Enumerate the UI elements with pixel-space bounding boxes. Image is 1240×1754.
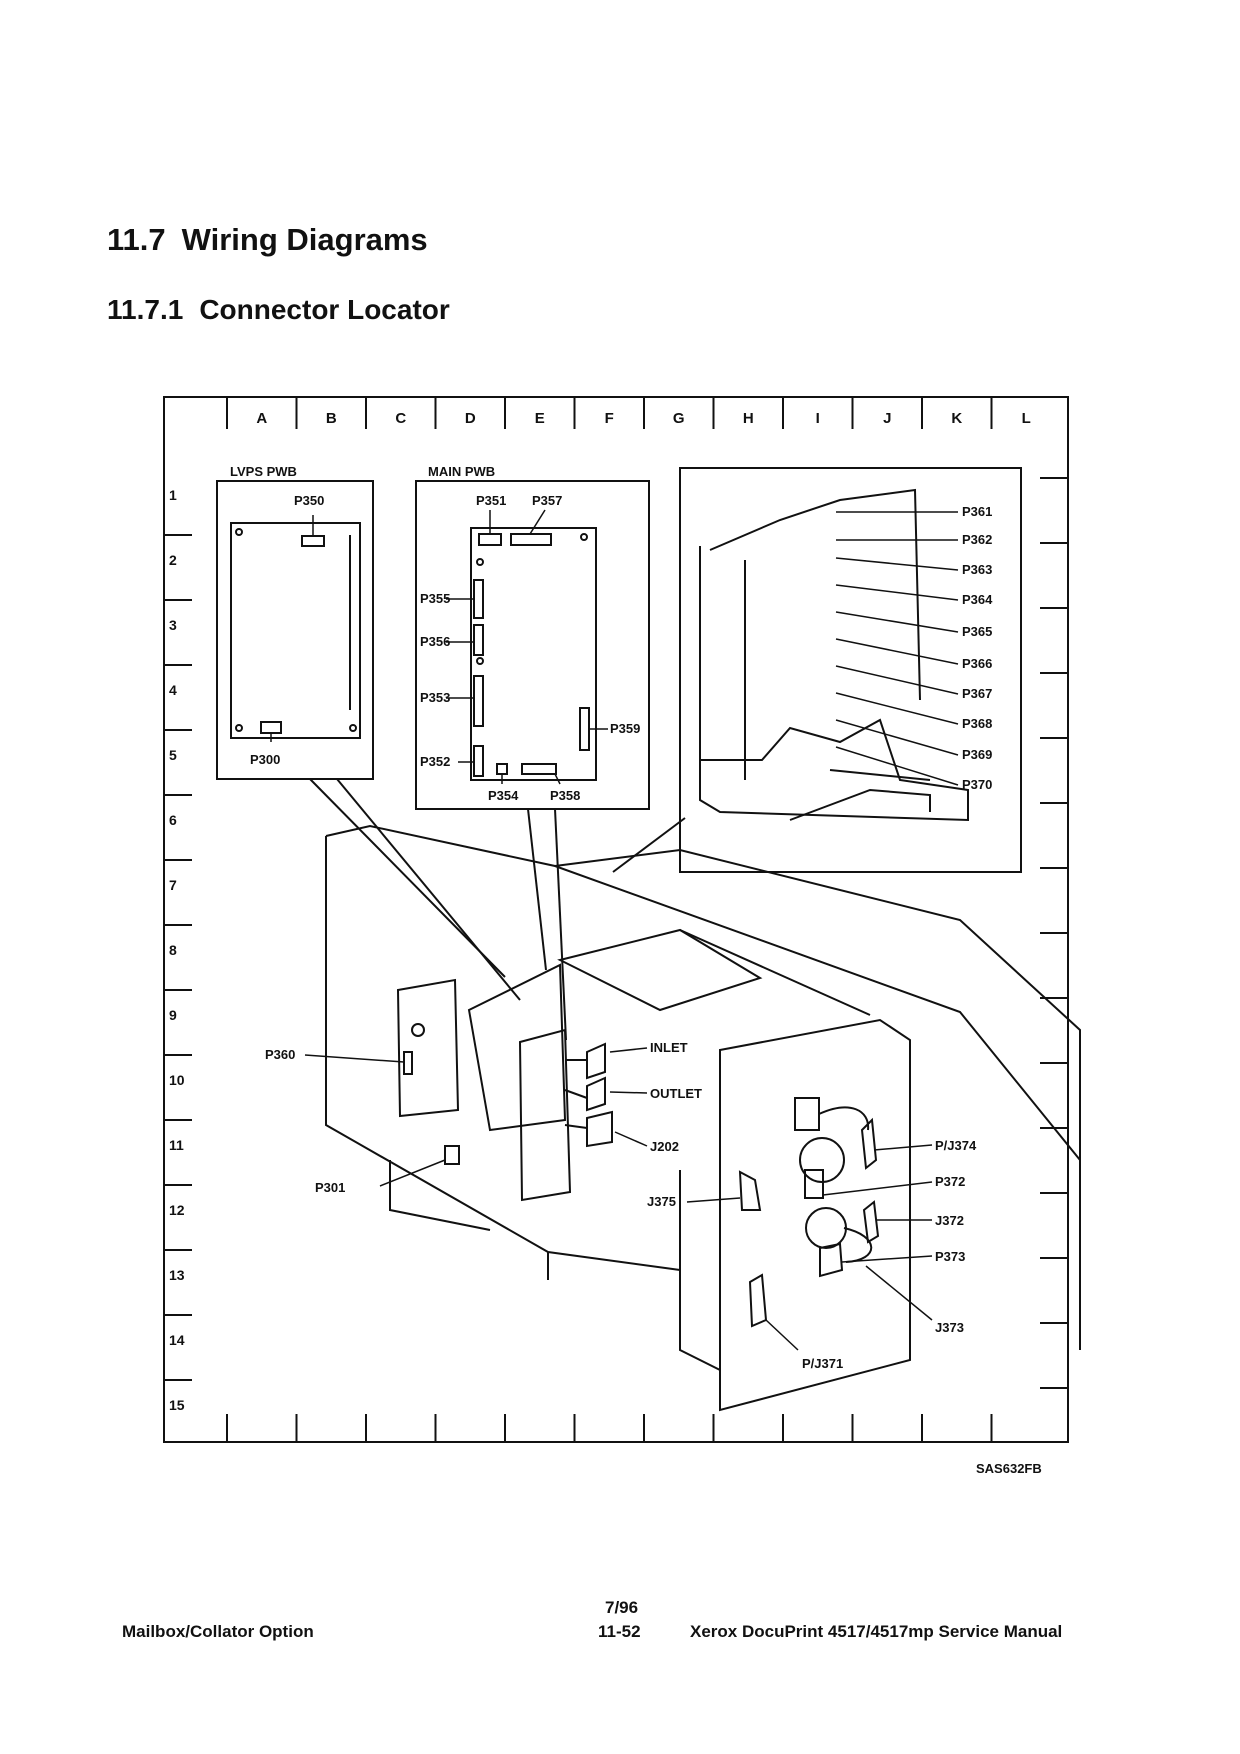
row-label: 1 <box>169 487 177 503</box>
callout-inlet: INLET <box>650 1040 688 1055</box>
row-label: 10 <box>169 1072 185 1088</box>
row-label: 11 <box>169 1137 184 1153</box>
connector-p359: P359 <box>610 721 640 736</box>
connector-p355: P355 <box>420 591 450 606</box>
footer-left: Mailbox/Collator Option <box>122 1622 314 1641</box>
column-label: J <box>883 410 891 427</box>
row-label: 12 <box>169 1202 185 1218</box>
row-label: 6 <box>169 812 177 828</box>
row-label: 9 <box>169 1007 177 1023</box>
callout-p373: P373 <box>935 1249 965 1264</box>
column-label: G <box>673 410 685 427</box>
callout-p301: P301 <box>315 1180 345 1195</box>
callout-pj374: P/J374 <box>935 1138 977 1153</box>
row-label: 5 <box>169 747 177 763</box>
section-title: Wiring Diagrams <box>181 222 428 257</box>
connector-p351: P351 <box>476 493 506 508</box>
row-label: 14 <box>169 1332 185 1348</box>
footer-right: Xerox DocuPrint 4517/4517mp Service Manu… <box>690 1622 1063 1641</box>
section-heading: 11.7 Wiring Diagrams <box>107 222 428 258</box>
main-panel <box>415 480 650 810</box>
connector-p368: P368 <box>962 716 992 731</box>
callout-j372: J372 <box>935 1213 964 1228</box>
callout-p360: P360 <box>265 1047 295 1062</box>
row-label: 3 <box>169 617 177 633</box>
footer-page: 11-52 <box>598 1622 641 1641</box>
callout-leaders <box>270 509 959 1351</box>
column-label: F <box>605 410 614 427</box>
row-label: 13 <box>169 1267 185 1283</box>
column-label: L <box>1022 410 1031 427</box>
main-title: MAIN PWB <box>428 464 495 479</box>
connector-p358: P358 <box>550 788 580 803</box>
connector-p367: P367 <box>962 686 992 701</box>
footer-date: 7/96 <box>605 1598 639 1617</box>
grid-ticks <box>164 397 1068 1442</box>
row-label: 4 <box>169 682 177 698</box>
callout-p372: P372 <box>935 1174 965 1189</box>
right-side-components <box>738 1097 880 1328</box>
connector-p369: P369 <box>962 747 992 762</box>
subsection-number: 11.7.1 <box>107 294 184 325</box>
column-label: K <box>951 410 962 427</box>
column-label: I <box>816 410 820 427</box>
panel-lead-lines <box>309 778 686 1041</box>
subsection-title: Connector Locator <box>199 294 450 325</box>
column-label: H <box>743 410 754 427</box>
figure-id: SAS632FB <box>976 1461 1042 1476</box>
section-number: 11.7 <box>107 222 166 257</box>
column-labels: A B C D E F G H I J K L <box>256 410 1031 427</box>
callout-j202: J202 <box>650 1139 679 1154</box>
connector-p370: P370 <box>962 777 992 792</box>
callout-j375: J375 <box>647 1194 676 1209</box>
connector-p300: P300 <box>250 752 280 767</box>
connector-p361: P361 <box>962 504 992 519</box>
connector-p357: P357 <box>532 493 562 508</box>
subsection-heading: 11.7.1 Connector Locator <box>107 294 450 326</box>
callout-j373: J373 <box>935 1320 964 1335</box>
connector-p366: P366 <box>962 656 992 671</box>
connector-p362: P362 <box>962 532 992 547</box>
column-label: D <box>465 410 476 427</box>
detail-panel <box>679 467 1022 873</box>
callout-outlet: OUTLET <box>650 1086 702 1101</box>
diagram-frame <box>163 396 1069 1443</box>
column-label: E <box>535 410 545 427</box>
connector-p365: P365 <box>962 624 992 639</box>
connector-p354: P354 <box>488 788 519 803</box>
column-label: A <box>256 410 267 427</box>
connector-p350: P350 <box>294 493 324 508</box>
lvps-panel <box>216 480 374 780</box>
column-label: C <box>395 410 406 427</box>
lvps-title: LVPS PWB <box>230 464 297 479</box>
row-label: 7 <box>169 877 177 893</box>
row-label: 15 <box>169 1397 185 1413</box>
connector-p356: P356 <box>420 634 450 649</box>
printer-body <box>325 824 1081 1412</box>
callout-pj371: P/J371 <box>802 1356 843 1371</box>
column-label: B <box>326 410 337 427</box>
connector-p363: P363 <box>962 562 992 577</box>
connector-p352: P352 <box>420 754 450 769</box>
board-assemblies <box>396 963 613 1202</box>
row-label: 2 <box>169 552 177 568</box>
connector-p364: P364 <box>962 592 993 607</box>
row-label: 8 <box>169 942 177 958</box>
connector-p353: P353 <box>420 690 450 705</box>
